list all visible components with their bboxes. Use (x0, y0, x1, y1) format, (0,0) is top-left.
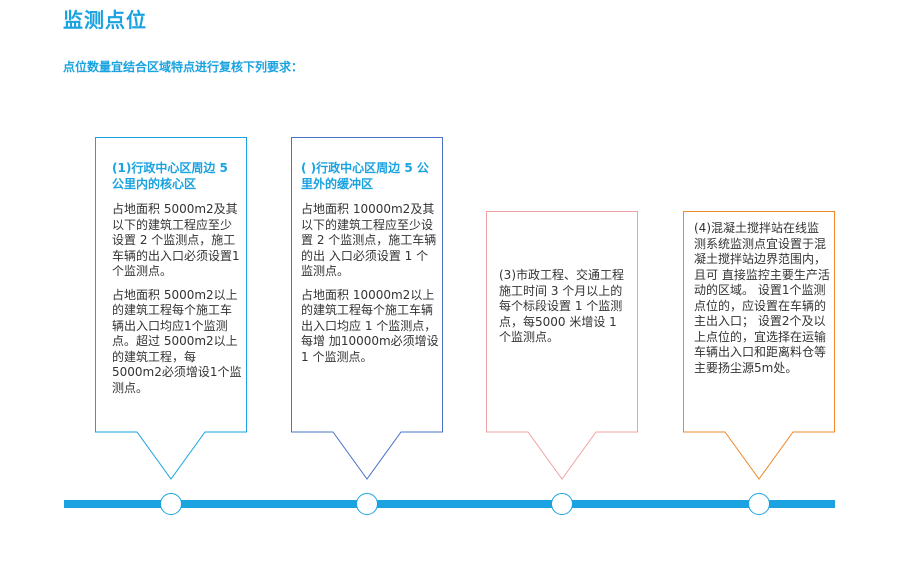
card-3-content: (3)市政工程、交通工程施工时间 3 个月以上的每个标段设置 1 个监测点，每5… (499, 268, 631, 354)
callout-shape-1 (95, 137, 247, 480)
card-2-heading: ( )行政中心区周边 5 公里外的缓冲区 (301, 161, 429, 191)
page-subtitle: 点位数量宜结合区域特点进行复核下列要求： (63, 60, 304, 74)
timeline-node-4 (748, 493, 770, 515)
callout-card-3: (3)市政工程、交通工程施工时间 3 个月以上的每个标段设置 1 个监测点，每5… (486, 211, 638, 480)
card-2-para-2: 占地面积 10000m2以上的建筑工程每个施工车辆出入口均应 1 个监测点，每增… (301, 287, 439, 364)
card-2-content: ( )行政中心区周边 5 公里外的缓冲区 占地面积 10000m2及其以下的建筑… (301, 161, 439, 373)
card-3-para-1: (3)市政工程、交通工程施工时间 3 个月以上的每个标段设置 1 个监测点，每5… (499, 268, 624, 344)
card-4-para-1: (4)混凝土搅拌站在线监测系统监测点宜设置于混凝土搅拌站边界范围内，且可 直接监… (694, 221, 830, 375)
callout-card-2: ( )行政中心区周边 5 公里外的缓冲区 占地面积 10000m2及其以下的建筑… (291, 137, 443, 480)
card-1-heading: (1)行政中心区周边 5 公里内的核心区 (112, 161, 228, 191)
card-1-content: (1)行政中心区周边 5 公里内的核心区 占地面积 5000m2及其以下的建筑工… (112, 161, 242, 404)
card-2-para-1: 占地面积 10000m2及其以下的建筑工程应至少设置 2 个监测点，施工车辆的出… (301, 202, 437, 278)
timeline-node-3 (551, 493, 573, 515)
callout-card-4: (4)混凝土搅拌站在线监测系统监测点宜设置于混凝土搅拌站边界范围内，且可 直接监… (683, 211, 835, 480)
card-1-para-2: 占地面积 5000m2以上的建筑工程每个施工车辆出入口均应1个监测点。超过 50… (112, 287, 242, 395)
callout-shape-2 (291, 137, 443, 480)
timeline-bar (64, 500, 835, 508)
callout-shape-4 (683, 211, 835, 480)
card-1-para-1: 占地面积 5000m2及其以下的建筑工程应至少设置 2 个监测点，施工车辆的出入… (112, 202, 240, 278)
callout-card-1: (1)行政中心区周边 5 公里内的核心区 占地面积 5000m2及其以下的建筑工… (95, 137, 247, 480)
page-title: 监测点位 (63, 8, 147, 32)
callout-shape-3 (486, 211, 638, 480)
card-4-content: (4)混凝土搅拌站在线监测系统监测点宜设置于混凝土搅拌站边界范围内，且可 直接监… (694, 221, 830, 384)
timeline-node-2 (356, 493, 378, 515)
timeline-node-1 (160, 493, 182, 515)
